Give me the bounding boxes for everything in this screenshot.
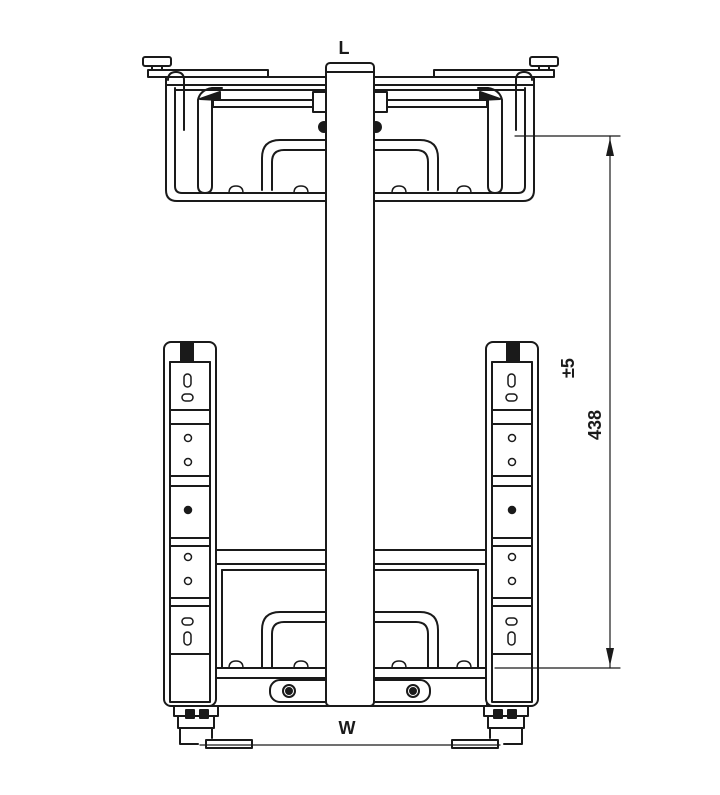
plate-bolt-left xyxy=(282,684,296,698)
left-side-post xyxy=(163,341,217,707)
left-mounting-foot xyxy=(142,56,269,78)
tolerance-label: ±5 xyxy=(558,358,578,378)
right-runner xyxy=(451,705,529,749)
length-label: L xyxy=(339,38,350,58)
plate-bolt-right xyxy=(406,684,420,698)
left-runner xyxy=(173,705,253,749)
right-mounting-foot xyxy=(433,56,559,78)
center-column xyxy=(325,62,375,707)
height-label: 438 xyxy=(585,410,605,440)
width-label: W xyxy=(339,718,356,738)
height-dimension xyxy=(494,135,621,669)
right-side-post xyxy=(485,341,539,707)
